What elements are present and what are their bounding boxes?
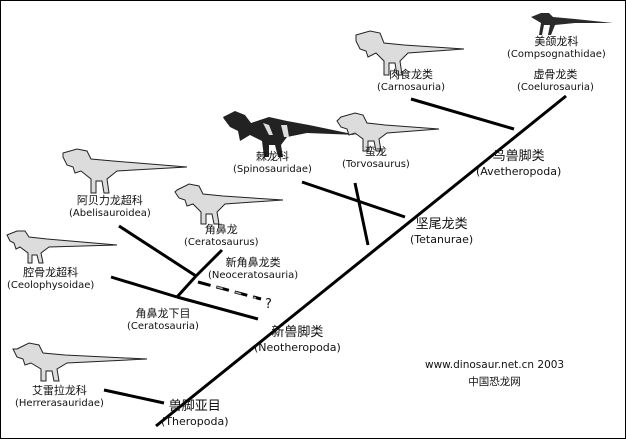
label-en: (Torvosaurus) <box>342 158 410 170</box>
branch-torvosaurus <box>353 182 370 246</box>
branch-herrerasauridae <box>103 388 165 405</box>
label-ceolophysoidae: 腔骨龙超科 (Ceolophysoidae) <box>7 266 94 292</box>
label-en: (Tetanurae) <box>410 233 474 247</box>
label-torvosaurus: 蛮龙 (Torvosaurus) <box>342 145 410 171</box>
label-en: (Spinosauridae) <box>233 163 312 175</box>
label-cn: 角鼻龙 <box>204 223 238 236</box>
ceratosaurus-silhouette <box>174 183 284 225</box>
label-ceratosaurus: 角鼻龙 (Ceratosaurus) <box>184 223 259 249</box>
branch-abelisauroidea <box>118 224 197 278</box>
label-cn: 新角鼻龙类 <box>225 256 281 269</box>
branch-ceolophysoidae <box>110 275 178 299</box>
label-cn: 坚尾龙类 <box>415 217 468 232</box>
spinosaur-silhouette <box>223 111 357 157</box>
branch-spinosauridae <box>301 180 406 219</box>
label-theropoda: 兽脚亚目 (Theropoda) <box>161 399 229 429</box>
label-en: (Ceratosaurus) <box>184 236 259 248</box>
carnosaur-silhouette <box>355 30 465 76</box>
label-cn: 角鼻龙下目 <box>135 307 191 320</box>
label-coelurosauria: 虚骨龙类 (Coelurosauria) <box>517 68 594 94</box>
label-en: (Abelisauroidea) <box>69 207 151 219</box>
label-neotheropoda: 新兽脚类 (Neotheropoda) <box>254 325 341 355</box>
neoceratosauria-uncertain-dash-light <box>216 286 257 299</box>
label-compsognathidae: 美颌龙科 (Compsognathidae) <box>507 35 606 61</box>
label-cn: 艾雷拉龙科 <box>31 384 87 397</box>
branch-ceratosauria-stem <box>176 295 259 321</box>
label-herrerasauridae: 艾雷拉龙科 (Herrerasauridae) <box>15 384 104 410</box>
torvosaur-silhouette <box>336 112 440 152</box>
branch-ceratosaurus <box>194 248 224 278</box>
label-cn: 肉食龙类 <box>389 68 433 81</box>
main-stem <box>155 94 567 428</box>
label-ceratosauria: 角鼻龙下目 (Ceratosauria) <box>127 307 199 333</box>
label-en: (Compsognathidae) <box>507 48 606 60</box>
credit-url: www.dinosaur.net.cn 2003 <box>425 359 565 371</box>
label-cn: 鸟兽脚类 <box>492 149 545 164</box>
label-en: (Ceolophysoidae) <box>7 279 95 291</box>
label-cn: 兽脚亚目 <box>168 399 221 414</box>
label-neoceratosauria: 新角鼻龙类 (Neoceratosauria) <box>208 256 298 282</box>
tree-branches <box>103 94 567 428</box>
site-credit: www.dinosaur.net.cn 2003 中国恐龙网 <box>425 357 564 391</box>
compsognathus-silhouette <box>531 13 613 35</box>
abelisaur-silhouette <box>62 148 188 194</box>
branch-carnosauria <box>410 97 515 131</box>
label-cn: 虚骨龙类 <box>533 68 578 81</box>
branch-neoceratosauria-stem <box>175 274 198 299</box>
label-spinosauridae: 棘龙科 (Spinosauridae) <box>233 150 312 176</box>
label-en: (Neoceratosauria) <box>208 269 299 281</box>
label-cn: 蛮龙 <box>364 145 387 158</box>
label-abelisauroidea: 阿贝力龙超科 (Abelisauroidea) <box>69 194 151 220</box>
label-en: (Ceratosauria) <box>127 320 199 332</box>
label-cn: 美颌龙科 <box>534 35 579 48</box>
label-en: (Theropoda) <box>161 415 229 429</box>
label-en: (Neotheropoda) <box>254 341 341 355</box>
credit-site: 中国恐龙网 <box>468 375 521 388</box>
label-carnosauria: 肉食龙类 (Carnosauria) <box>377 68 445 94</box>
label-tetanurae: 坚尾龙类 (Tetanurae) <box>410 217 473 247</box>
label-cn: 棘龙科 <box>255 150 289 163</box>
herrerasaurus-silhouette <box>12 342 148 382</box>
label-en: (Avetheropoda) <box>476 165 562 179</box>
uncertain-mark: ? <box>265 297 272 312</box>
label-cn: 腔骨龙超科 <box>23 266 79 279</box>
label-avetheropoda: 鸟兽脚类 (Avetheropoda) <box>476 149 561 179</box>
coelophysis-silhouette <box>6 230 118 264</box>
label-en: (Carnosauria) <box>377 81 445 93</box>
label-cn: 阿贝力龙超科 <box>76 194 143 207</box>
label-en: (Coelurosauria) <box>517 81 594 93</box>
neoceratosauria-uncertain-dash <box>197 280 262 301</box>
dinosaur-silhouettes <box>6 13 613 382</box>
label-cn: 新兽脚类 <box>271 325 324 340</box>
label-en: (Herrerasauridae) <box>15 397 104 409</box>
